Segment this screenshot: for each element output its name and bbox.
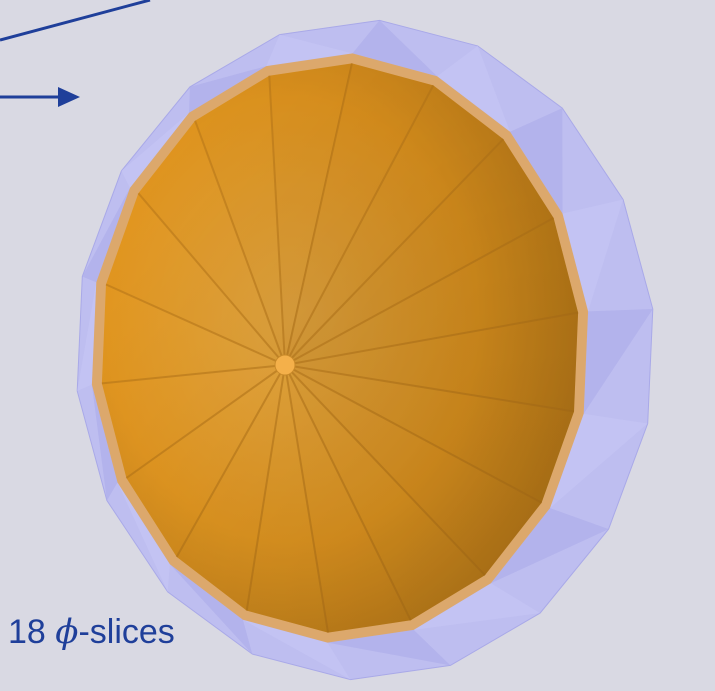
phi-symbol: ϕ — [55, 612, 79, 652]
slice-count: 18 — [8, 613, 46, 651]
outer-facet — [550, 413, 648, 509]
outer-facet — [583, 309, 653, 414]
outer-facet — [91, 384, 118, 501]
outer-facet — [266, 34, 353, 67]
outer-facet — [117, 482, 170, 592]
outer-facet — [352, 20, 438, 77]
outer-facet — [510, 108, 563, 214]
outer-facet — [327, 629, 451, 666]
outer-facet — [77, 282, 97, 391]
outer-facet — [242, 619, 351, 680]
outer-facet — [490, 508, 609, 584]
outer-facet — [562, 199, 624, 312]
outer-facet — [169, 564, 253, 655]
cone-apex — [274, 354, 296, 376]
slice-suffix: -slices — [78, 613, 175, 651]
outer-facet — [82, 187, 130, 283]
inner-cone-shading — [101, 63, 579, 633]
phi-slices — [101, 63, 579, 633]
outer-cone-facets — [77, 20, 653, 680]
outer-facet — [121, 112, 190, 188]
outer-facet — [413, 583, 541, 630]
slice-count-label: 18 ϕ-slices — [8, 612, 175, 652]
outer-facet — [437, 45, 511, 132]
pointer-line — [0, 0, 151, 42]
outer-facet — [189, 66, 267, 113]
arrow-head — [58, 87, 80, 107]
